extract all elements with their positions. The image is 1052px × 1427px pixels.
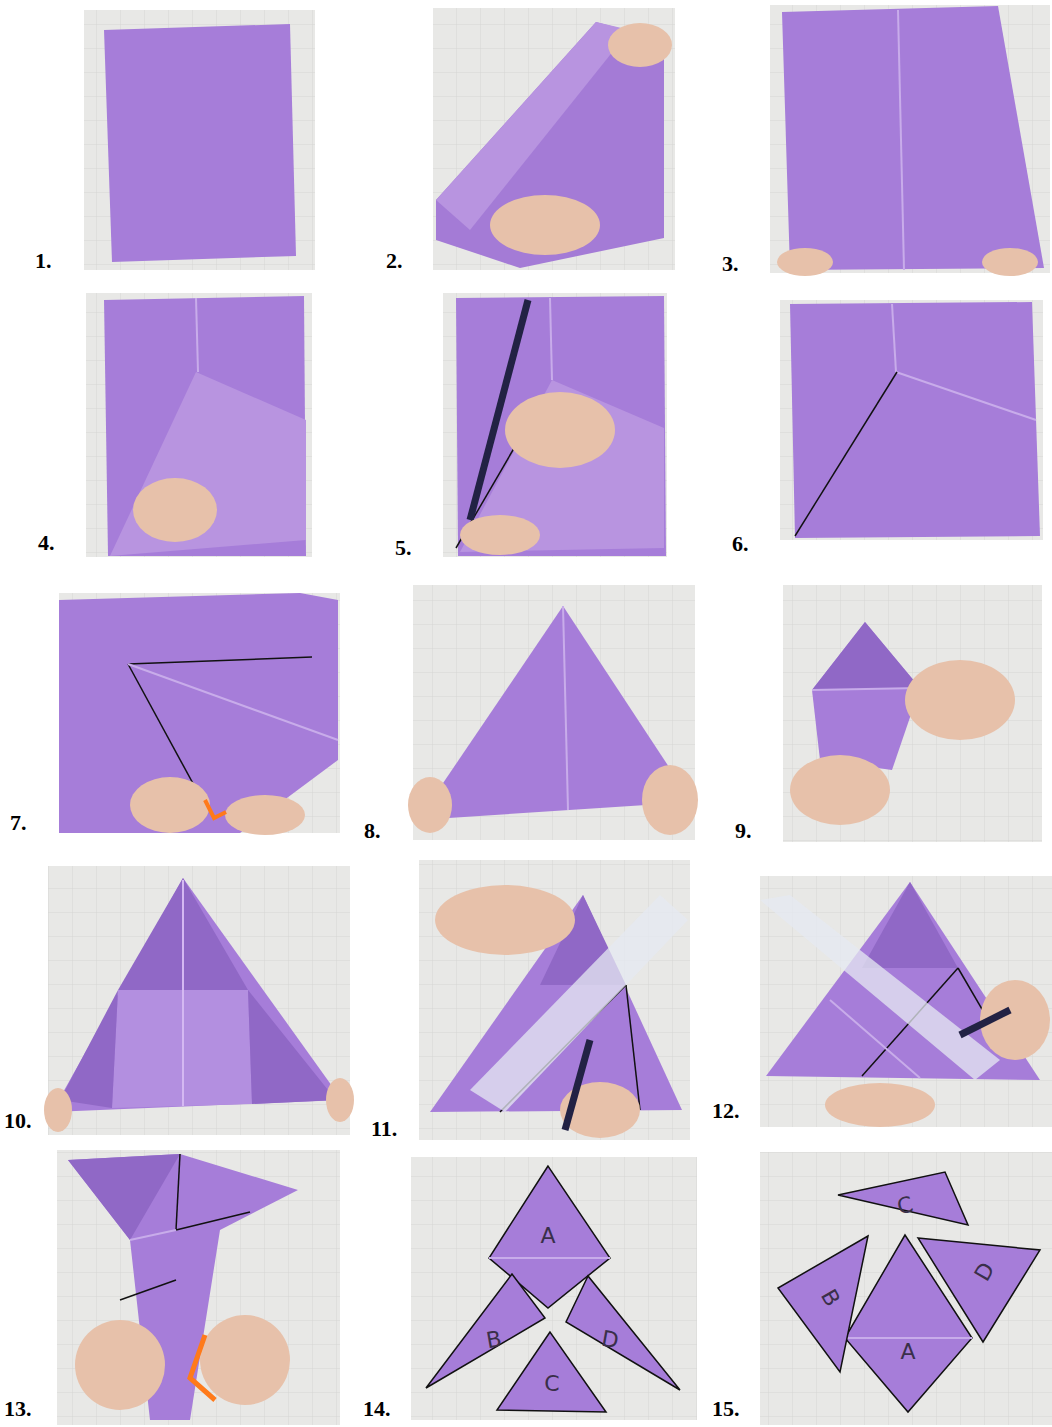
step-number: 15. xyxy=(712,1398,740,1420)
piece-letter: A xyxy=(540,1225,555,1247)
photo-14 xyxy=(411,1157,697,1420)
photo-15 xyxy=(760,1152,1052,1425)
step-number: 8. xyxy=(364,820,381,842)
step-number: 11. xyxy=(371,1118,397,1140)
step-number: 6. xyxy=(732,533,749,555)
piece-letter: A xyxy=(900,1341,915,1363)
step-number: 13. xyxy=(4,1398,32,1420)
step-number: 5. xyxy=(395,537,412,559)
photo-8 xyxy=(408,585,698,840)
photo-7 xyxy=(59,593,340,835)
step-number: 14. xyxy=(363,1398,391,1420)
step-number: 10. xyxy=(4,1110,32,1132)
photo-12 xyxy=(760,876,1052,1127)
photo-13 xyxy=(57,1150,340,1425)
photo-1 xyxy=(84,10,315,270)
photo-2 xyxy=(433,8,675,270)
step-number: 1. xyxy=(35,250,52,272)
step-number: 9. xyxy=(735,820,752,842)
piece-letter: C xyxy=(544,1373,559,1395)
photo-6 xyxy=(780,300,1043,540)
step-number: 7. xyxy=(10,812,27,834)
step-number: 3. xyxy=(722,253,739,275)
photo-4 xyxy=(86,293,312,557)
photo-10 xyxy=(44,866,354,1135)
step-number: 4. xyxy=(38,532,55,554)
step-number: 12. xyxy=(712,1100,740,1122)
photo-9 xyxy=(783,585,1042,842)
photo-5 xyxy=(443,293,667,557)
photo-11 xyxy=(419,860,690,1140)
step-number: 2. xyxy=(386,250,403,272)
photo-3 xyxy=(770,5,1050,276)
